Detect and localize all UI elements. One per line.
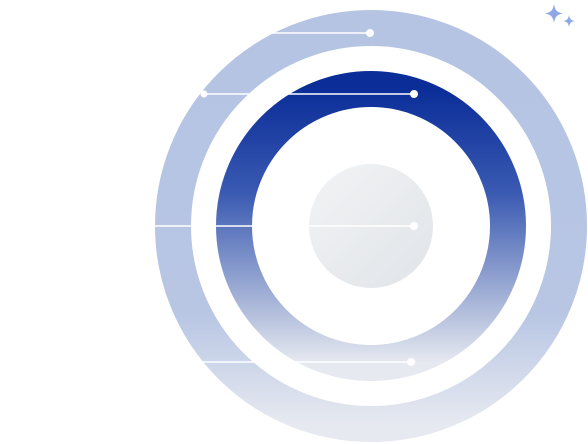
endpoint-middle-ring bbox=[410, 90, 418, 98]
endpoint-outer-ring bbox=[366, 29, 374, 37]
endpoint-core bbox=[410, 222, 418, 230]
sparkle-icon bbox=[545, 4, 575, 27]
leader-lines bbox=[152, 32, 414, 363]
leader-endpoints bbox=[200, 29, 418, 366]
endpoint-lower bbox=[407, 358, 415, 366]
endpoint-middle-ring-left bbox=[200, 90, 208, 98]
